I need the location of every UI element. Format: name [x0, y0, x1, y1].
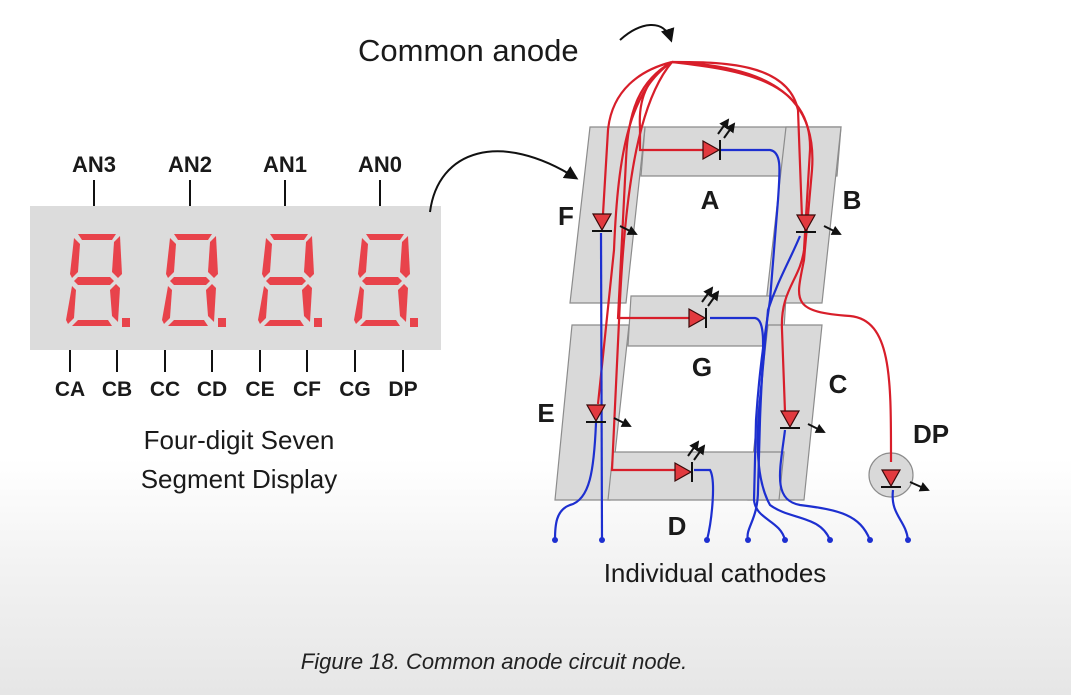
anode-label-an2: AN2 [168, 152, 212, 177]
anode-label-an3: AN3 [72, 152, 116, 177]
anode-pins [93, 180, 381, 206]
segment-label-b: B [843, 185, 862, 215]
segment-label-dp: DP [913, 419, 949, 449]
segment-label-f: F [558, 201, 574, 231]
segment-label-a: A [701, 185, 720, 215]
segment-label-c: C [829, 369, 848, 399]
display-caption-line1: Four-digit Seven [144, 425, 335, 455]
pin-label-dp: DP [388, 378, 417, 401]
led-c [779, 410, 826, 433]
panel-d [607, 451, 785, 501]
figure-caption: Figure 18. Common anode circuit node. [301, 649, 687, 674]
segment-label-e: E [537, 398, 554, 428]
anode-labels: AN3 AN2 AN1 AN0 [72, 152, 402, 177]
pin-label-ce: CE [245, 378, 274, 401]
cathode-pins [69, 350, 404, 372]
cathode-wires [553, 148, 910, 541]
segment-panels [554, 126, 914, 501]
title-arrow [619, 24, 675, 43]
pin-label-cc: CC [150, 378, 180, 401]
pin-label-ca: CA [55, 378, 85, 401]
cathode-pin-labels: CA CB CC CD CE CF CG DP [55, 378, 418, 401]
pin-label-cf: CF [293, 378, 321, 401]
led-e [585, 404, 632, 427]
anode-wires [596, 60, 893, 472]
anode-label-an0: AN0 [358, 152, 402, 177]
led-dp [880, 469, 930, 492]
anode-label-an1: AN1 [263, 152, 307, 177]
zoom-arrow [429, 150, 579, 213]
led-f [591, 213, 638, 235]
led-b [795, 214, 842, 235]
cathodes-label: Individual cathodes [604, 558, 827, 588]
segment-label-g: G [692, 352, 712, 382]
led-d [674, 440, 706, 483]
led-g [688, 286, 720, 329]
display-caption-line2: Segment Display [141, 464, 338, 494]
led-a [702, 118, 736, 161]
pin-label-cb: CB [102, 378, 132, 401]
title-common-anode: Common anode [358, 33, 579, 68]
segment-label-d: D [668, 511, 687, 541]
pin-label-cd: CD [197, 378, 227, 401]
cathode-terminals [552, 537, 911, 543]
pin-label-cg: CG [339, 378, 371, 401]
